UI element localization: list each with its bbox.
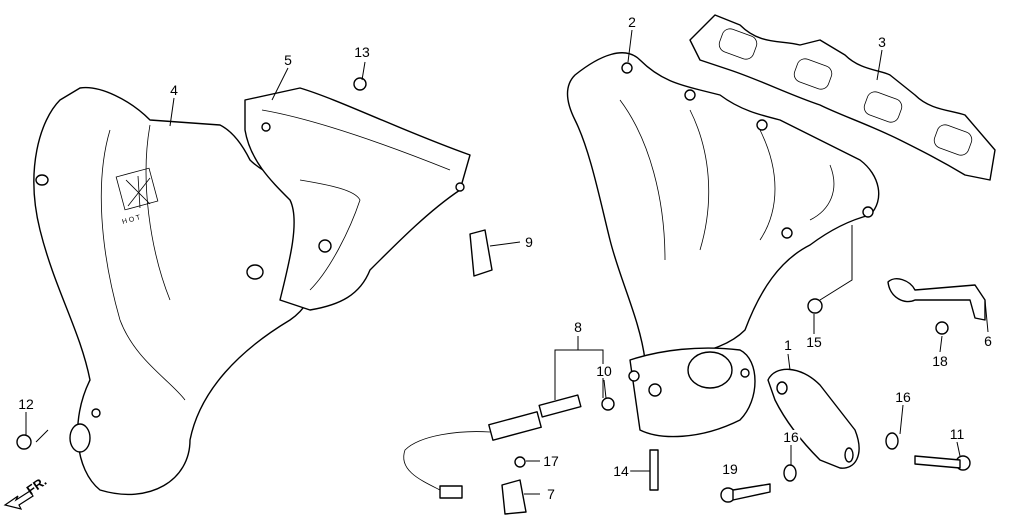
callout-13: 13 [353, 44, 371, 60]
oxygen-sensor [403, 394, 582, 499]
manifold-gasket [689, 14, 996, 181]
callout-17: 17 [542, 453, 560, 469]
callout-15: 15 [805, 334, 823, 350]
leader-lines [25, 29, 989, 495]
callout-3: 3 [877, 34, 887, 50]
exhaust-manifold [566, 52, 880, 438]
heat-shield-inner [244, 87, 471, 311]
callout-14: 14 [612, 463, 630, 479]
callout-18: 18 [931, 353, 949, 369]
callout-4: 4 [169, 82, 179, 98]
callout-16-washer-lower: 16 [782, 429, 800, 445]
callout-1: 1 [783, 337, 793, 353]
front-arrow-icon [3, 490, 34, 510]
hardware [16, 77, 971, 515]
callout-6: 6 [983, 333, 993, 349]
manifold-bracket [767, 368, 860, 469]
hot-logo-text: H O T [121, 214, 141, 226]
callout-2: 2 [627, 14, 637, 30]
callout-19: 19 [721, 461, 739, 477]
callout-12: 12 [17, 396, 35, 412]
callout-7: 7 [546, 486, 556, 502]
callout-16-washer: 16 [894, 389, 912, 405]
callout-5: 5 [283, 52, 293, 68]
callout-11: 11 [948, 426, 966, 442]
callout-9: 9 [524, 234, 534, 250]
callout-8: 8 [573, 319, 583, 335]
heat-shield-outer: H O T [33, 86, 325, 495]
stay-bracket [887, 278, 986, 321]
callout-10: 10 [595, 363, 613, 379]
